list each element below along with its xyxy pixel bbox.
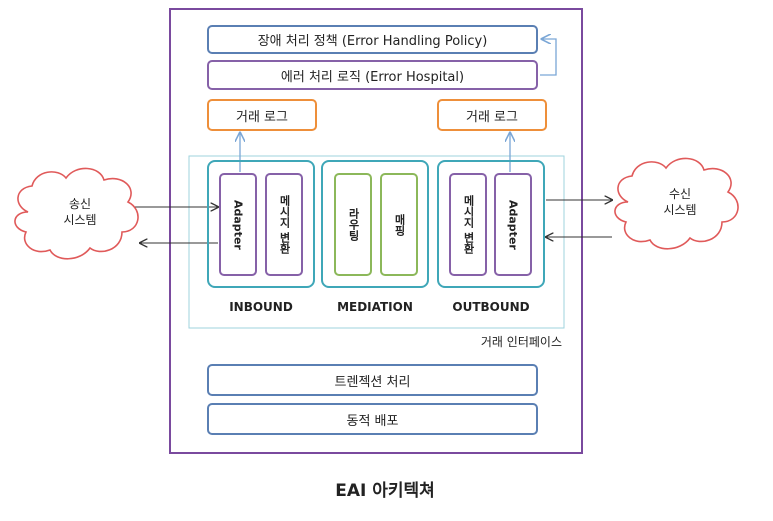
outbound-message-convert-box: 메시지 변환 xyxy=(449,173,487,276)
transaction-log-right-label: 거래 로그 xyxy=(466,109,518,125)
inbound-adapter-box: Adapter xyxy=(219,173,257,276)
outbound-group xyxy=(437,160,545,288)
transaction-interface-label: 거래 인터페이스 xyxy=(480,335,562,349)
sender-line-2: 시스템 xyxy=(63,213,97,227)
error-handling-policy-label: 장애 처리 정책 (Error Handling Policy) xyxy=(257,34,488,49)
receiver-line-1: 수신 xyxy=(668,187,692,201)
outbound-label: OUTBOUND xyxy=(452,300,530,314)
transaction-log-left: 거래 로그 xyxy=(207,99,317,131)
outbound-adapter-label: Adapter xyxy=(506,199,520,250)
diagram-caption: EAI 아키텍쳐 xyxy=(335,481,435,501)
outbound-adapter-box: Adapter xyxy=(494,173,532,276)
receiver-line-2: 시스템 xyxy=(663,203,697,217)
loop-arrow xyxy=(540,39,557,76)
mediation-label: MEDIATION xyxy=(337,300,413,314)
routing-label: 라우팅 xyxy=(347,208,360,241)
inbound-label: INBOUND xyxy=(229,300,293,314)
sender-line-1: 송신 xyxy=(68,197,92,211)
outbound-message-convert-label: 메시지 변환 xyxy=(462,195,475,254)
inbound-message-convert-label: 메시지 변환 xyxy=(278,195,291,254)
mediation-group xyxy=(321,160,429,288)
transaction-log-right: 거래 로그 xyxy=(437,99,547,131)
error-handling-policy-box: 장애 처리 정책 (Error Handling Policy) xyxy=(207,25,538,54)
sender-system-label: 송신 시스템 xyxy=(40,196,120,228)
inbound-group xyxy=(207,160,315,288)
error-hospital-box: 에러 처리 로직 (Error Hospital) xyxy=(207,60,538,90)
mapping-box: 매핑 xyxy=(380,173,418,276)
routing-box: 라우팅 xyxy=(334,173,372,276)
eai-outer-frame xyxy=(169,8,583,454)
mapping-label: 매핑 xyxy=(393,213,406,236)
receiver-system-label: 수신 시스템 xyxy=(640,186,720,218)
inbound-message-convert-box: 메시지 변환 xyxy=(265,173,303,276)
dynamic-deploy-label: 동적 배포 xyxy=(346,413,399,429)
dynamic-deploy-box: 동적 배포 xyxy=(207,403,538,435)
sender-cloud xyxy=(14,167,139,260)
transaction-log-left-label: 거래 로그 xyxy=(236,109,288,125)
error-hospital-label: 에러 처리 로직 (Error Hospital) xyxy=(280,69,465,85)
transaction-processing-label: 트렌젝션 처리 xyxy=(334,374,411,390)
interface-region xyxy=(188,155,565,329)
transaction-processing-box: 트렌젝션 처리 xyxy=(207,364,538,396)
inbound-adapter-label: Adapter xyxy=(231,199,245,250)
receiver-cloud xyxy=(614,157,739,250)
